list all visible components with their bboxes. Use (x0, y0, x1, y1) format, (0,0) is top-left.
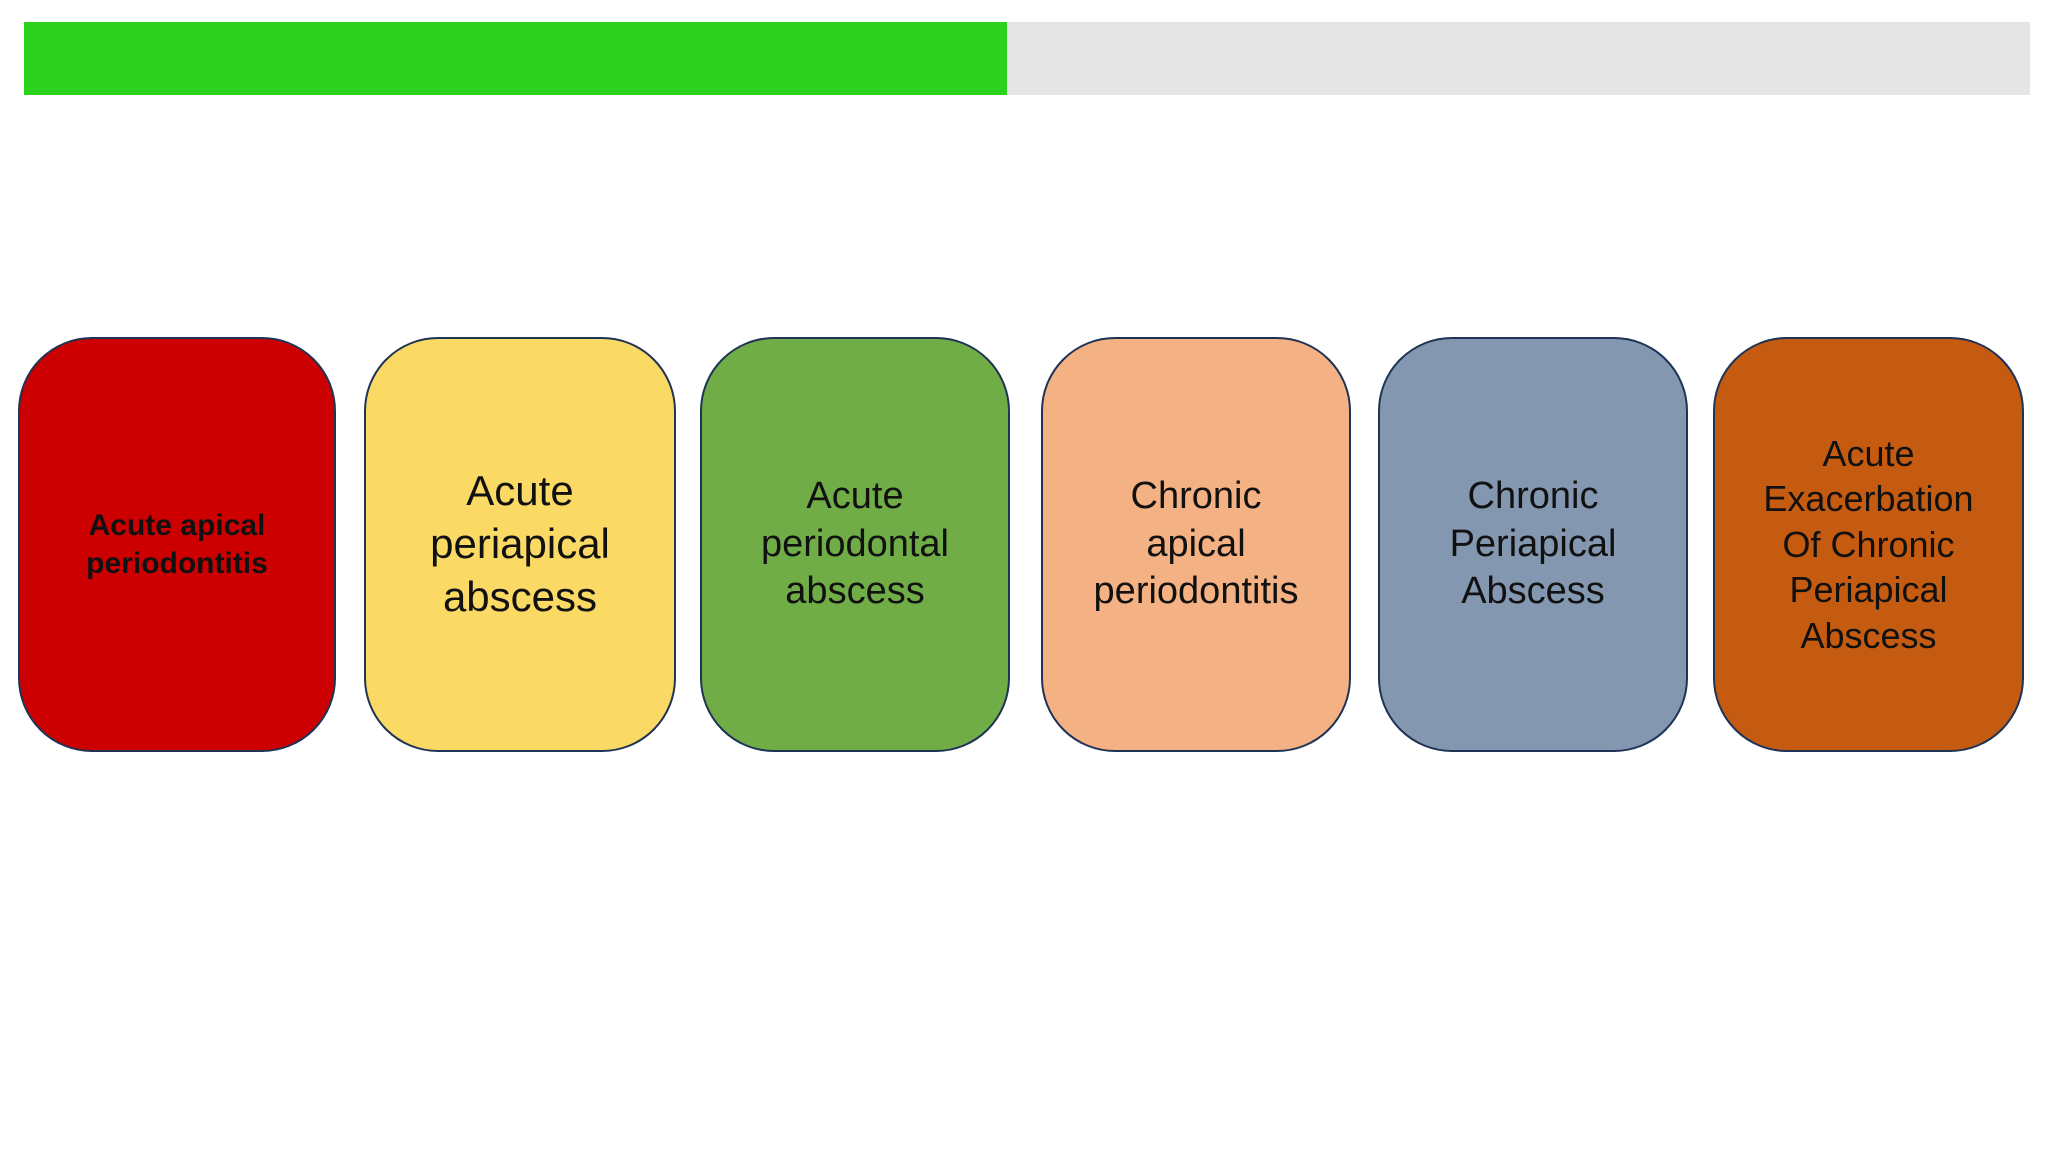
slide-progress-fill (24, 22, 1007, 95)
node-label: Acute apical periodontitis (86, 508, 268, 580)
node-label: Acute Exacerbation Of Chronic Periapical… (1763, 433, 1974, 656)
node-chronic-apical-periodontitis[interactable]: Chronic apical periodontitis (1041, 337, 1351, 752)
node-label: Acute periapical abscess (430, 467, 610, 620)
node-label: Chronic apical periodontitis (1093, 474, 1299, 613)
node-label: Chronic Periapical Abscess (1449, 474, 1617, 613)
slide-progress-bar[interactable] (24, 22, 2030, 95)
node-acute-apical-periodontitis[interactable]: Acute apical periodontitis (18, 337, 336, 752)
node-acute-periodontal-abscess[interactable]: Acute periodontal abscess (700, 337, 1010, 752)
node-label: Acute periodontal abscess (760, 474, 950, 613)
node-chronic-periapical-abscess[interactable]: Chronic Periapical Abscess (1378, 337, 1688, 752)
node-acute-periapical-abscess[interactable]: Acute periapical abscess (364, 337, 676, 752)
node-acute-exacerbation-of-chronic-periapical-abscess[interactable]: Acute Exacerbation Of Chronic Periapical… (1713, 337, 2024, 752)
process-diagram: Acute apical periodontitis Acute periapic… (0, 337, 2048, 753)
